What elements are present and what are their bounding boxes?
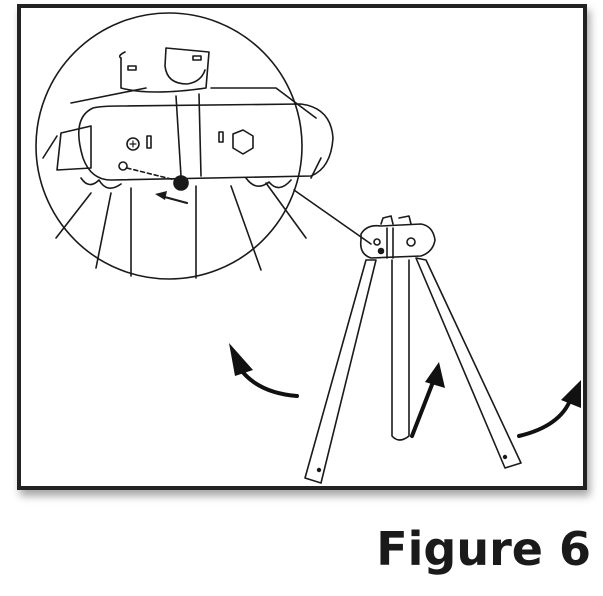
figure-frame: [17, 4, 587, 490]
leader-line: [293, 189, 372, 245]
detail-inset: [35, 12, 372, 280]
tripod-leg-right: [415, 257, 522, 469]
leg-left-spread-arrow: [239, 368, 299, 398]
bolt-hole: [118, 161, 128, 171]
tripod-hub: [359, 223, 436, 259]
hub-clip: [120, 47, 210, 93]
tripod-leg-left: [304, 259, 377, 484]
figure-caption: Figure 6: [376, 522, 591, 576]
hub-body: [77, 103, 334, 181]
leg-right-spread-arrow: [517, 396, 573, 438]
tripod-leg-center: [391, 259, 410, 441]
motion-arrows: [229, 343, 581, 438]
screw-head-left: [126, 137, 140, 151]
bolt-path: [126, 167, 176, 181]
tripod: [304, 215, 522, 484]
tripod-illustration: [35, 12, 581, 484]
inset-circle: [35, 12, 303, 280]
bolt: [173, 175, 189, 191]
tripod-top-clip: [380, 215, 412, 225]
nut: [232, 129, 254, 155]
leg-center-push-arrow: [410, 380, 435, 438]
